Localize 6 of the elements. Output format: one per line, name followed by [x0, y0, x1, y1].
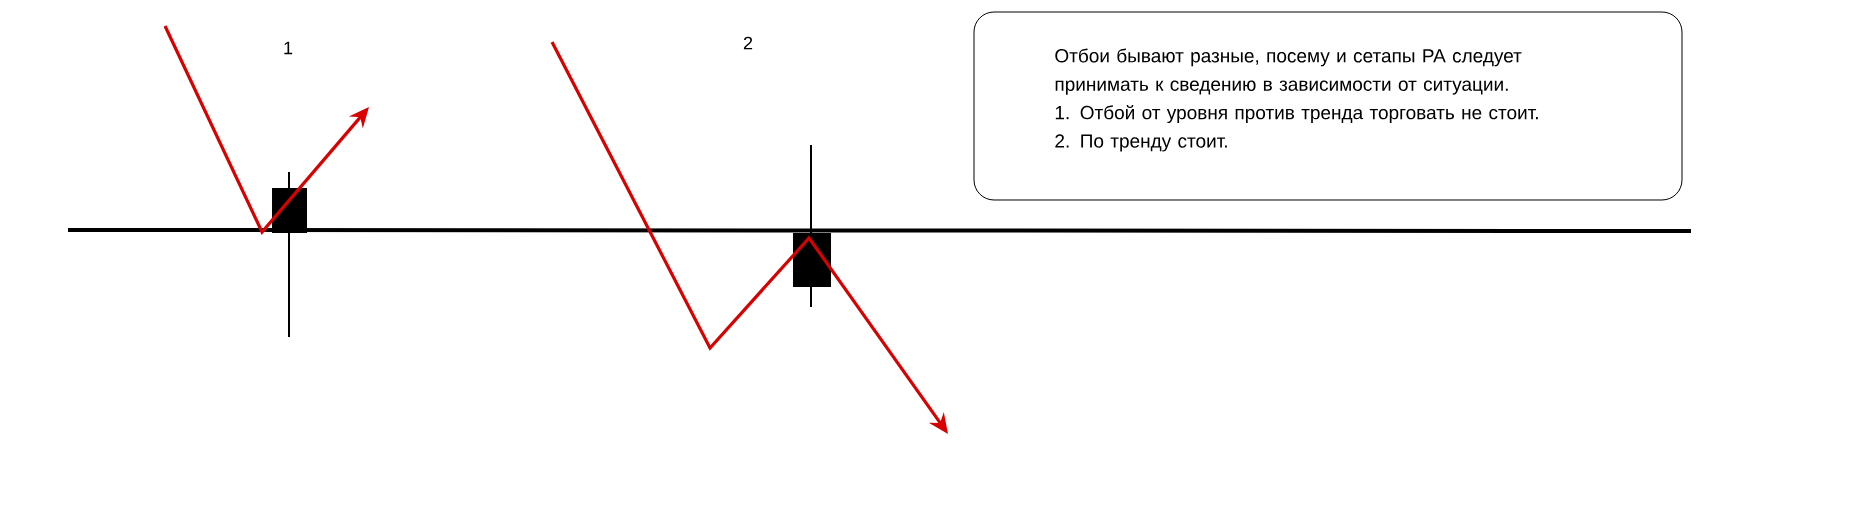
setup-number: 2: [743, 36, 753, 50]
note-text: Отбои бывают разные, посему и сетапы PA следует принимать к сведению в зависимости от ситуации.: [1055, 48, 1522, 95]
note-text: 1. Отбой от уровня против тренда торговать не стоит.: [1055, 105, 1538, 124]
note-text: 2. По тренду стоит.: [1055, 134, 1227, 152]
note-box: [973, 11, 1683, 201]
setup-number: 1: [284, 41, 293, 55]
